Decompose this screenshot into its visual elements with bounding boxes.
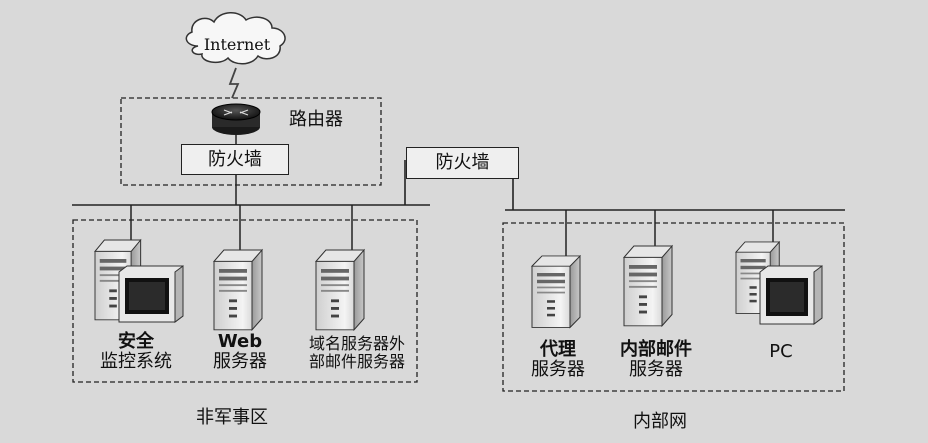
proxy-server-label-line1: 代理: [540, 339, 576, 360]
proxy-server-label-line2: 服务器: [531, 359, 585, 381]
security-monitor-label-line2: 监控系统: [100, 351, 172, 373]
pc-label-line1: PC: [769, 341, 793, 362]
internal-mail-server-icon: [623, 245, 673, 327]
dmz-label: 非军事区: [196, 407, 268, 428]
router-zone-boundary: [120, 97, 382, 186]
dns-mail-server-icon: [315, 249, 365, 331]
router-icon: [211, 103, 261, 135]
firewall-center-box: 防火墙: [406, 147, 519, 179]
intranet-label: 内部网: [633, 411, 687, 432]
security-monitor-label-line1: 安全: [118, 331, 154, 352]
pc-computer-icon: [735, 241, 823, 325]
dns-mail-server-label: 域名服务器外 部邮件服务器: [309, 335, 405, 371]
web-server-label: Web 服务器: [213, 331, 267, 373]
web-server-label-line1: Web: [217, 331, 263, 352]
internet-label: Internet: [203, 35, 271, 54]
internet-cloud: [185, 12, 286, 65]
security-monitor-computer-icon: [94, 239, 184, 323]
web-server-icon: [213, 249, 263, 331]
router-label: 路由器: [289, 109, 343, 130]
internal-mail-server-label-line2: 服务器: [629, 359, 683, 381]
pc-label: PC: [769, 341, 793, 362]
intranet-boundary: [502, 222, 845, 392]
proxy-server-icon: [531, 255, 581, 328]
web-server-label-line2: 服务器: [213, 351, 267, 373]
dns-mail-server-label-line2: 部邮件服务器: [308, 351, 406, 371]
dns-mail-server-label-line1: 域名服务器外: [308, 334, 406, 353]
lightning-icon: [228, 67, 240, 99]
firewall-left-box: 防火墙: [181, 144, 289, 175]
security-monitor-label: 安全 监控系统: [100, 331, 172, 373]
proxy-server-label: 代理 服务器: [531, 339, 585, 381]
internal-mail-server-label-line1: 内部邮件: [620, 339, 692, 360]
dmz-boundary: [72, 219, 418, 383]
internal-mail-server-label: 内部邮件 服务器: [620, 339, 692, 381]
